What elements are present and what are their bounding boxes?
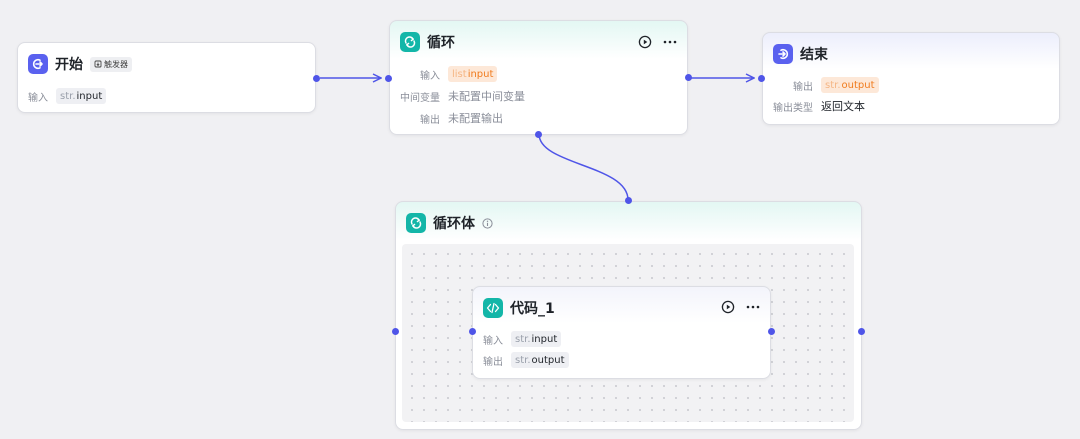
edge-loop-to-body	[538, 133, 629, 201]
trigger-label: 触发器	[104, 59, 128, 69]
node-title: 循环	[427, 35, 455, 51]
output-label: 输出	[483, 356, 503, 368]
code-brackets-icon	[483, 298, 503, 318]
input-label: 输入	[420, 70, 440, 82]
input-variable-tag: str.input	[511, 331, 562, 347]
output-variable-tag: str.output	[511, 352, 569, 368]
loop-arrows-icon	[400, 32, 420, 52]
play-circle-icon[interactable]	[721, 300, 735, 314]
node-title: 代码_1	[510, 301, 555, 317]
output-type-label: 输出类型	[773, 102, 813, 114]
login-arrow-icon	[28, 54, 48, 74]
input-variable-tag: str.input	[56, 88, 107, 104]
node-title: 结束	[800, 47, 828, 63]
loop-body-inner-output-port[interactable]	[858, 328, 865, 335]
more-dots-icon[interactable]	[662, 35, 678, 49]
start-output-port[interactable]	[313, 75, 320, 82]
input-label: 输入	[483, 335, 503, 347]
code-node[interactable]: 代码_1 输入 str.input 输出 str.output	[472, 286, 771, 379]
intermediate-variable-label: 中间变量	[400, 92, 440, 104]
loop-input-port[interactable]	[385, 75, 392, 82]
trigger-badge[interactable]: 触发器	[90, 56, 132, 72]
loop-arrows-icon	[406, 213, 426, 233]
info-circle-icon[interactable]	[482, 217, 493, 229]
output-label: 输出	[420, 114, 440, 126]
loop-body-inner-input-port[interactable]	[392, 328, 399, 335]
play-circle-icon[interactable]	[638, 35, 652, 49]
node-title: 循环体	[433, 216, 475, 232]
more-dots-icon[interactable]	[745, 300, 761, 314]
input-label: 输入	[28, 92, 48, 104]
start-node[interactable]: 开始 触发器 输入 str.input	[17, 42, 316, 113]
end-node[interactable]: 结束 输出 str.output 输出类型 返回文本	[762, 32, 1060, 125]
exit-arrow-icon	[773, 44, 793, 64]
loop-output-port[interactable]	[685, 74, 692, 81]
output-value: 未配置输出	[448, 112, 503, 125]
output-label: 输出	[793, 81, 813, 93]
code-input-port[interactable]	[469, 328, 476, 335]
loop-body-top-port[interactable]	[625, 197, 632, 204]
output-variable-tag: str.output	[821, 77, 879, 93]
end-input-port[interactable]	[758, 75, 765, 82]
trigger-icon	[94, 60, 102, 68]
output-type-value: 返回文本	[821, 100, 865, 113]
intermediate-variable-value: 未配置中间变量	[448, 90, 525, 103]
loop-body-port[interactable]	[535, 131, 542, 138]
node-title: 开始	[55, 57, 83, 73]
code-output-port[interactable]	[768, 328, 775, 335]
